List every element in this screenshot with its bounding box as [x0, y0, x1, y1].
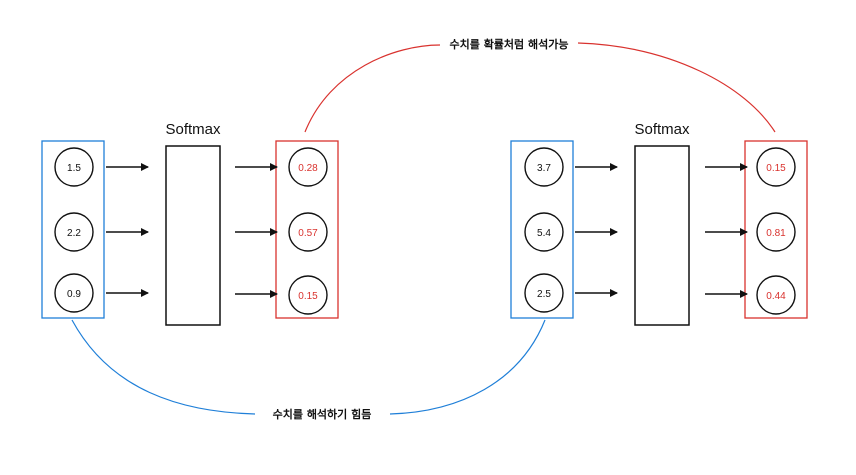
- output-value: 0.28: [298, 163, 318, 174]
- output-node: [288, 275, 328, 315]
- input-value: 3.7: [537, 163, 551, 174]
- output-node: [756, 212, 796, 252]
- input-value: 1.5: [67, 163, 81, 174]
- input-node: [524, 147, 564, 187]
- softmax-label: Softmax: [165, 121, 221, 138]
- bottom-annotation: 수치를 해석하기 힘듬: [273, 407, 372, 421]
- top-connector-curve: [304, 42, 776, 133]
- output-node: [288, 212, 328, 252]
- output-node: [288, 147, 328, 187]
- input-node: [54, 273, 94, 313]
- input-node: [524, 212, 564, 252]
- output-value: 0.81: [766, 228, 786, 239]
- output-value: 0.57: [298, 228, 318, 239]
- group-2: Softmax 3.7 5.4 2.5 0.15 0.81 0.44: [510, 121, 808, 326]
- output-value: 0.44: [766, 291, 786, 302]
- input-node: [54, 212, 94, 252]
- bottom-connector-curve: [71, 319, 546, 415]
- top-annotation: 수치를 확률처럼 해석가능: [450, 37, 569, 51]
- input-node: [54, 147, 94, 187]
- input-vector-box: [510, 140, 574, 319]
- output-value: 0.15: [298, 291, 318, 302]
- softmax-box: [634, 145, 690, 326]
- output-node: [756, 275, 796, 315]
- softmax-box: [165, 145, 221, 326]
- input-node: [524, 273, 564, 313]
- output-value: 0.15: [766, 163, 786, 174]
- input-value: 0.9: [67, 289, 81, 300]
- input-vector-box: [41, 140, 105, 319]
- group-1: Softmax 1.5 2.2 0.9 0.28 0.57 0.15: [41, 121, 339, 326]
- input-value: 2.5: [537, 289, 551, 300]
- output-node: [756, 147, 796, 187]
- input-value: 2.2: [67, 228, 81, 239]
- input-value: 5.4: [537, 228, 551, 239]
- softmax-label: Softmax: [634, 121, 690, 138]
